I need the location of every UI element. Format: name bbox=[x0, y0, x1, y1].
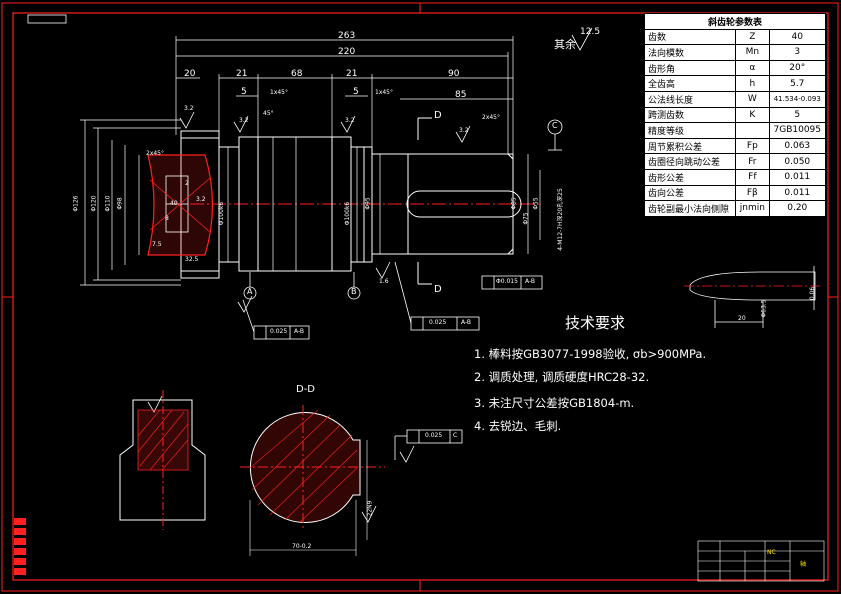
tech-item: 2. 调质处理, 调质硬度HRC28-32. bbox=[474, 370, 650, 384]
dim-5: 5 bbox=[241, 87, 247, 97]
datum-markers bbox=[243, 119, 563, 300]
dim-8: 8 bbox=[165, 215, 169, 222]
section-d-d bbox=[240, 405, 385, 556]
shaft-main-view bbox=[168, 130, 540, 279]
tol-ref: C bbox=[453, 432, 458, 439]
title-scale: NC bbox=[767, 549, 776, 556]
tol-ref: A-B bbox=[294, 328, 305, 335]
dim-dia-85: Φ85 bbox=[510, 197, 518, 210]
key-runout: 0.06 bbox=[809, 286, 817, 301]
dim-7.5: 7.5 bbox=[152, 241, 162, 248]
key-length: 20 bbox=[738, 315, 746, 322]
tolerance-frames bbox=[242, 261, 543, 460]
tol-value: 0.025 bbox=[425, 432, 443, 439]
section-key-depth: 22N9 bbox=[366, 500, 374, 517]
tol-value: 0.025 bbox=[429, 319, 447, 326]
key-detail bbox=[684, 266, 822, 328]
table-caption: 斜齿轮参数表 bbox=[644, 13, 826, 30]
dim-dia-120: Φ120 bbox=[90, 195, 98, 212]
dim-dia-100b: Φ100k6 bbox=[344, 201, 352, 226]
dim-dia-75: Φ75 bbox=[522, 212, 530, 225]
roughness-1.6: 1.6 bbox=[379, 278, 389, 285]
dim-2: 2 bbox=[185, 180, 189, 187]
dim-90: 90 bbox=[448, 69, 460, 79]
dim-20: 20 bbox=[184, 69, 196, 79]
tooth-detail bbox=[119, 390, 206, 530]
dim-21: 21 bbox=[236, 69, 248, 79]
cut-markers bbox=[417, 117, 432, 285]
thread-spec: 4-M12-7H深20孔深25 bbox=[556, 188, 564, 251]
surface-note-value: 12.5 bbox=[580, 27, 601, 37]
title-block-lines bbox=[697, 540, 825, 582]
tol-ref: A-B bbox=[461, 319, 472, 326]
roughness-3.2: 3.2 bbox=[239, 117, 249, 124]
datum-c: C bbox=[552, 121, 558, 130]
tech-item: 3. 未注尺寸公差按GB1804-m. bbox=[474, 396, 635, 410]
dim-chamfer2: 1x45° bbox=[375, 89, 394, 96]
dim-dia-110: Φ110 bbox=[104, 195, 112, 212]
dim-overall: 263 bbox=[338, 31, 356, 41]
section-width: 70-0.2 bbox=[292, 543, 312, 550]
cut-mark-top: D bbox=[434, 110, 442, 121]
dim-dia-100a: Φ100k6 bbox=[218, 201, 226, 226]
dim-40: 40 bbox=[170, 200, 178, 207]
tol-value: Φ0.015 bbox=[496, 278, 518, 285]
cut-mark-bottom: D bbox=[434, 284, 442, 295]
corner-box bbox=[27, 14, 67, 24]
dim-220: 220 bbox=[338, 47, 356, 57]
tol-value: 0.025 bbox=[270, 328, 288, 335]
broken-section bbox=[147, 154, 214, 256]
title-part-name: 轴 bbox=[800, 561, 807, 568]
dim-32.5: 32.5 bbox=[185, 256, 199, 263]
surface-note-label: 其余 bbox=[554, 38, 576, 51]
dim-21b: 21 bbox=[346, 69, 358, 79]
dim-chamfer1: 1x45° bbox=[270, 89, 289, 96]
datum-b: B bbox=[351, 287, 357, 296]
roughness-3.2: 3.2 bbox=[459, 127, 469, 134]
tech-item: 4. 去锐边、毛刺. bbox=[474, 419, 562, 433]
dim-chamfer4: 2x45° bbox=[146, 150, 165, 157]
dim-68: 68 bbox=[291, 69, 303, 79]
dim-dia-55: Φ55 bbox=[532, 197, 540, 210]
dim-dia-126: Φ126 bbox=[72, 195, 80, 212]
roughness-3.2: 3.2 bbox=[184, 105, 194, 112]
tol-ref: A-B bbox=[525, 278, 536, 285]
dim-5b: 5 bbox=[353, 87, 359, 97]
dim-dia-98: Φ98 bbox=[116, 197, 124, 210]
section-title: D-D bbox=[296, 384, 316, 395]
datum-a: A bbox=[247, 287, 253, 296]
binding-strip bbox=[14, 518, 26, 575]
roughness-3.2: 3.2 bbox=[196, 196, 206, 203]
tech-heading: 技术要求 bbox=[565, 314, 626, 332]
key-diameter: Φ63.5 bbox=[760, 299, 768, 318]
tech-item: 1. 棒料按GB3077-1998验收, σb>900MPa. bbox=[474, 347, 707, 361]
dim-85: 85 bbox=[455, 90, 467, 100]
dim-dia-95: Φ95 bbox=[364, 197, 372, 210]
angle-45: 45° bbox=[263, 110, 274, 117]
roughness-marks bbox=[147, 27, 593, 523]
dim-chamfer3: 2x45° bbox=[482, 114, 501, 121]
dimension-lines bbox=[80, 36, 541, 286]
roughness-3.2: 3.2 bbox=[345, 117, 355, 124]
